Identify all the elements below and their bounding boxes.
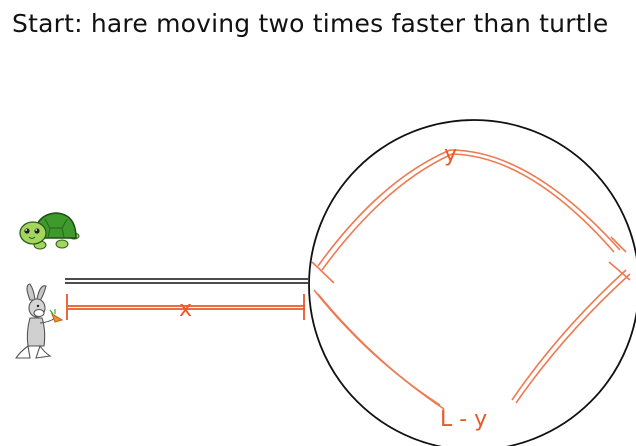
turtle-head [19, 221, 47, 245]
turtle-shell-pattern [44, 218, 68, 239]
hare-carrot [50, 312, 64, 323]
loop-circle [308, 119, 636, 446]
arc-top-measure [311, 149, 627, 284]
arc-bottom-line-1 [313, 289, 441, 406]
diagram-title: Start: hare moving two times faster than… [12, 9, 609, 38]
x-measure [66, 294, 305, 320]
turtle-eye-left [24, 228, 30, 234]
turtle-icon [19, 212, 80, 250]
arc-bottom-measure [313, 261, 631, 410]
track [65, 278, 308, 284]
turtle-eye-left-glint [25, 229, 28, 231]
arc-bottom-line-4 [515, 273, 631, 404]
arc-top-label: y [444, 142, 457, 167]
hare-body [26, 317, 46, 347]
hare-leg-right [35, 344, 52, 359]
arc-top-left-tick [311, 261, 335, 284]
arc-top-line-1 [317, 149, 621, 267]
turtle-eye-right-glint [35, 229, 38, 231]
arc-top-line-2 [321, 153, 615, 271]
turtle-leg-back [55, 239, 69, 249]
arc-bottom-label: L - y [440, 407, 487, 432]
hare-ear-left [26, 283, 36, 301]
x-label: x [179, 297, 192, 322]
hare-icon [14, 283, 64, 359]
hare-ear-right [36, 285, 47, 302]
turtle-smile [28, 236, 36, 239]
turtle-eye-right [34, 228, 40, 234]
hare-carrot-top [49, 309, 56, 315]
arc-bottom-line-2 [317, 293, 445, 410]
arc-top-right-tick [610, 236, 627, 253]
hare-muzzle [33, 308, 45, 318]
hare-eye [36, 304, 40, 308]
hare-leg-left [14, 345, 31, 359]
arc-bottom-line-3 [511, 269, 627, 401]
arc-bottom-right-tick [608, 261, 631, 281]
